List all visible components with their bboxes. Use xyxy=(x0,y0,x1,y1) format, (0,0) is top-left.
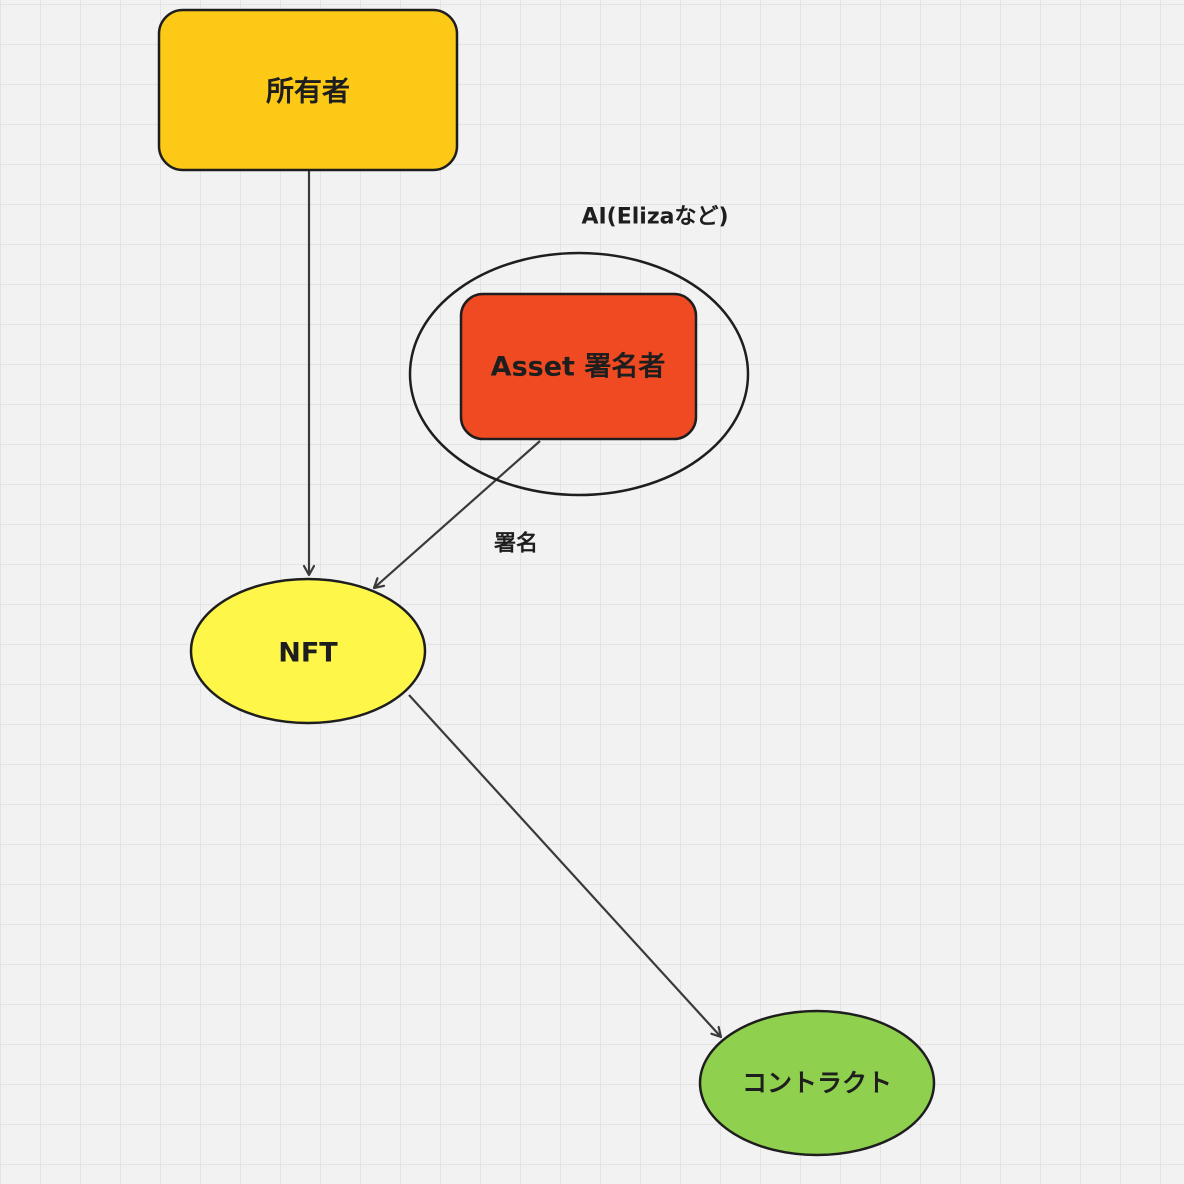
edge-signer-to-nft[interactable] xyxy=(374,440,541,588)
node-owner[interactable]: 所有者 xyxy=(157,8,459,172)
node-owner-shape xyxy=(157,8,459,172)
node-owner-label: 所有者 xyxy=(266,75,350,108)
node-asset-signer-label: Asset 署名者 xyxy=(491,351,666,383)
node-nft-label: NFT xyxy=(278,638,338,669)
ai-group-label: AI(Elizaなど) xyxy=(581,205,728,230)
edge-nft-to-contract[interactable] xyxy=(408,694,721,1037)
node-asset-signer-shape xyxy=(459,292,698,441)
edge-label-signature: 署名 xyxy=(493,531,538,557)
node-contract-shape xyxy=(698,1009,936,1157)
node-asset-signer[interactable]: Asset 署名者 xyxy=(459,292,698,441)
node-contract-label: コントラクト xyxy=(742,1069,892,1098)
node-nft[interactable]: NFT xyxy=(189,577,427,725)
node-nft-shape xyxy=(189,577,427,725)
ai-group-ellipse[interactable] xyxy=(408,251,750,497)
node-contract[interactable]: コントラクト xyxy=(698,1009,936,1157)
